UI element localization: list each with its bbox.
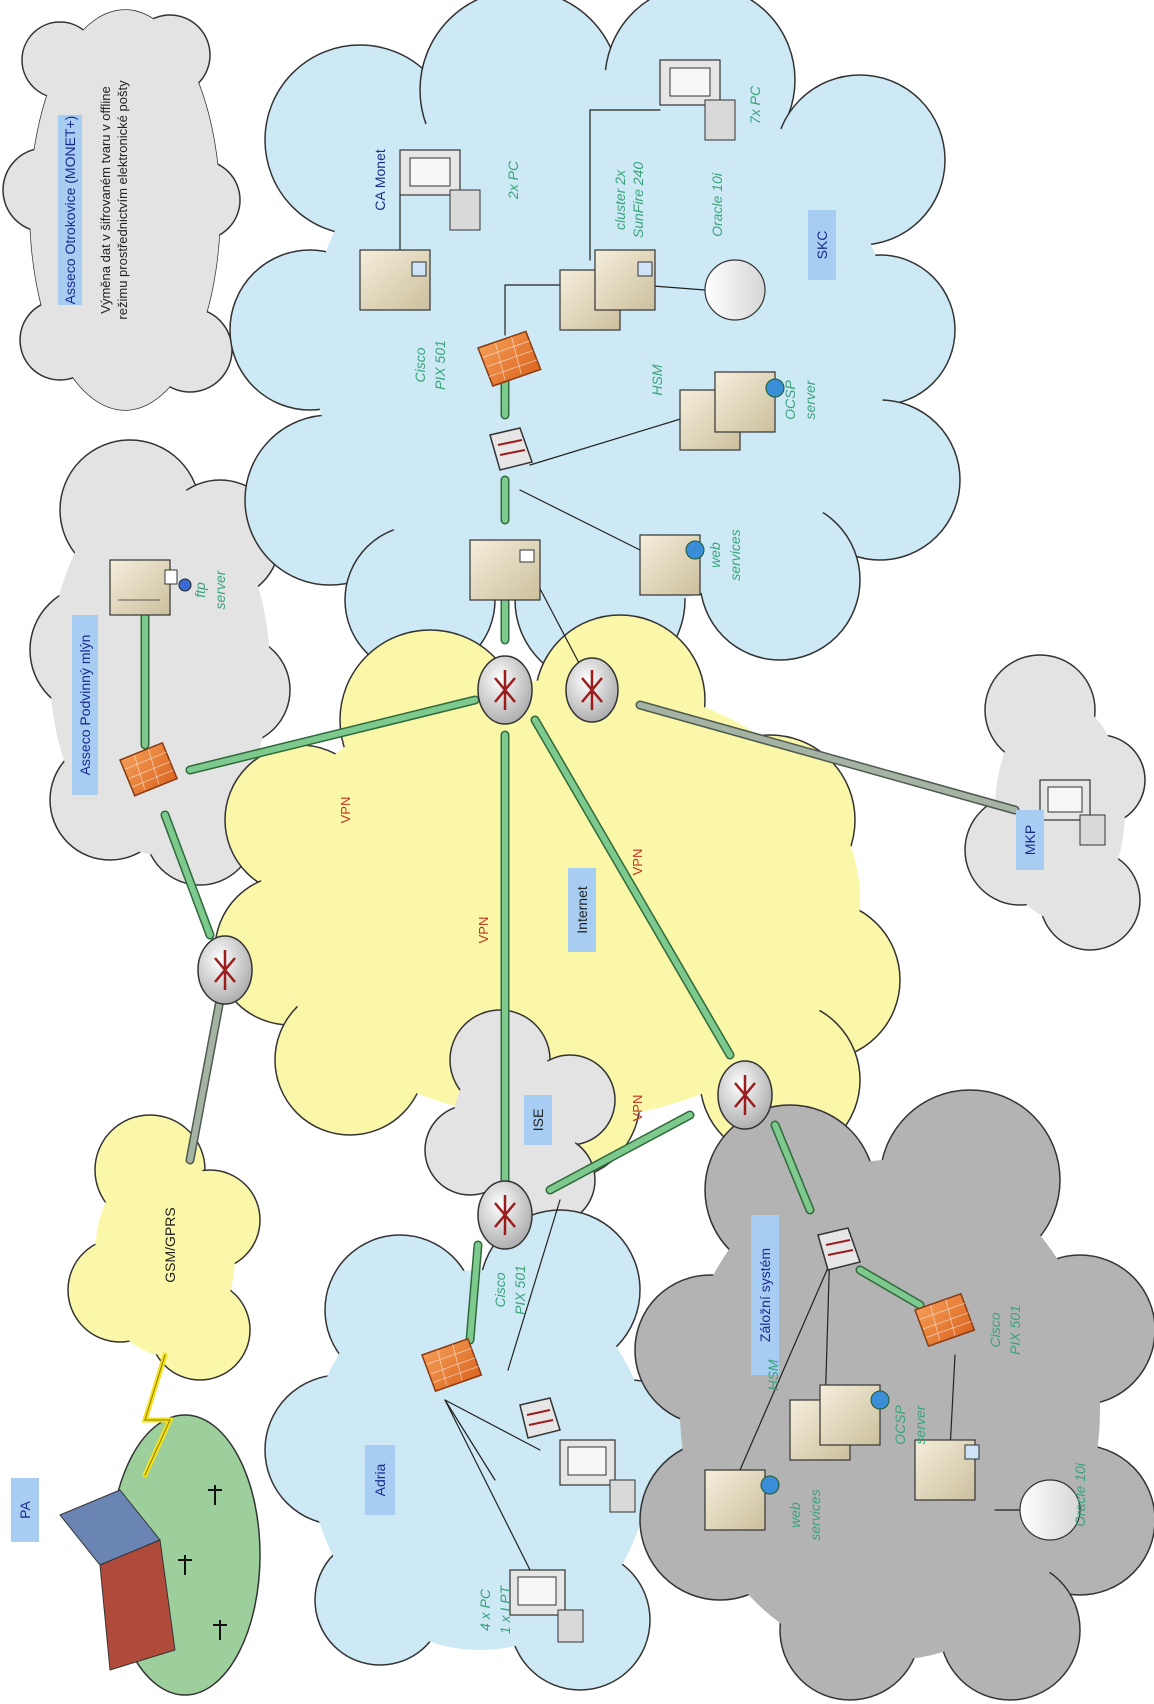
- label-skc: SKC: [814, 231, 830, 260]
- server-icon: [109, 559, 178, 616]
- label-cisco: Cisco: [987, 1312, 1003, 1347]
- pc-icon: [399, 149, 481, 231]
- router-icon: [477, 1180, 533, 1250]
- label-vpn: VPN: [476, 917, 491, 944]
- switch-icon: [489, 427, 533, 471]
- label-7x-pc: 7x PC: [747, 85, 763, 124]
- switch-icon: [519, 1397, 561, 1439]
- label-cisco: Cisco: [412, 347, 428, 382]
- label-hsm: HSM: [765, 1359, 781, 1390]
- label-pix: PIX 501: [432, 340, 448, 390]
- pc-icon: [559, 1439, 636, 1513]
- label-ocsp: OCSP: [892, 1405, 908, 1445]
- web-services-server-icon: [704, 1469, 780, 1531]
- label-vpn: VPN: [338, 797, 353, 824]
- label-ftp: ftp: [192, 582, 208, 598]
- label-ise: ISE: [530, 1109, 546, 1132]
- label-vpn: VPN: [630, 849, 645, 876]
- label-web: web: [787, 1502, 803, 1528]
- label-ftp-server: server: [212, 569, 228, 609]
- cloud-zalozni: [634, 1089, 1154, 1701]
- pc-icon: [659, 59, 736, 141]
- oracle-db-icon: [1019, 1479, 1081, 1541]
- label-hsm: HSM: [649, 364, 665, 395]
- switch-icon: [817, 1227, 861, 1271]
- label-asseco-otrokovice: Asseco Otrokovice (MONET+): [62, 116, 78, 305]
- label-adria: Adria: [372, 1463, 388, 1496]
- web-services-server-icon: [639, 534, 705, 596]
- server-icon: [914, 1439, 980, 1501]
- label-ocsp-server: server: [912, 1404, 928, 1444]
- note-line-1: Výměna dat v šifrovaném tvaru v offline: [98, 86, 113, 313]
- label-web-services: services: [727, 529, 743, 580]
- ocsp-server-icon: [789, 1384, 890, 1461]
- firewall-icon: [119, 741, 179, 797]
- label-web: web: [707, 542, 723, 568]
- router-icon: [197, 935, 253, 1005]
- label-oracle: Oracle 10i: [1072, 1462, 1088, 1527]
- ftp-server-icon: [178, 578, 192, 592]
- pc-icon: [509, 1569, 584, 1643]
- cloud-gsm: [67, 1114, 261, 1381]
- firewall-icon: [421, 1337, 483, 1393]
- pc-icon: [1039, 779, 1106, 846]
- label-internet: Internet: [574, 886, 590, 934]
- label-2x-pc: 2x PC: [505, 160, 521, 200]
- note-line-2: režimu prostřednictvím elektronické pošt…: [115, 80, 130, 320]
- router-icon: [717, 1060, 773, 1130]
- label-cisco: Cisco: [492, 1272, 508, 1307]
- label-gsm: GSM/GPRS: [162, 1207, 178, 1282]
- label-4x-pc: 4 x PC: [477, 1588, 493, 1631]
- cloud-asseco-otrokovice: [2, 9, 241, 411]
- firewall-icon: [477, 330, 542, 387]
- label-vpn: VPN: [630, 1095, 645, 1122]
- label-ocsp-server: server: [802, 379, 818, 419]
- links: [140, 109, 1021, 1601]
- label-oracle: Oracle 10i: [709, 172, 725, 237]
- label-pa: PA: [17, 1501, 33, 1519]
- cloud-internet: [214, 614, 901, 1181]
- cluster-server-icon: [559, 249, 656, 331]
- label-cluster: cluster 2x: [612, 169, 628, 230]
- label-pix: PIX 501: [1007, 1305, 1023, 1355]
- router-icon: [477, 655, 533, 725]
- server-icon: [359, 249, 431, 311]
- firewall-icon: [914, 1292, 976, 1348]
- ocsp-server-icon: [679, 371, 785, 451]
- label-mkp: MKP: [1022, 825, 1038, 855]
- label-ca-monet: CA Monet: [372, 149, 388, 211]
- oracle-db-icon: [704, 259, 766, 321]
- label-pix: PIX 501: [512, 1265, 528, 1315]
- cloud-ise: [424, 1009, 616, 1226]
- label-sunfire: SunFire 240: [630, 162, 646, 238]
- label-1x-lpt: 1 x LPT: [497, 1584, 513, 1634]
- label-ocsp: OCSP: [782, 380, 798, 420]
- server-icon: [469, 539, 541, 601]
- antenna-icon: [178, 1485, 227, 1640]
- router-icon: [565, 657, 619, 723]
- label-web-services: services: [807, 1489, 823, 1540]
- cloud-skc: [229, 0, 961, 686]
- label-zalozni: Záložní systém: [757, 1248, 773, 1342]
- building-icon: [59, 1489, 176, 1671]
- label-asseco-podvinny: Asseco Podvinný mlýn: [77, 635, 93, 776]
